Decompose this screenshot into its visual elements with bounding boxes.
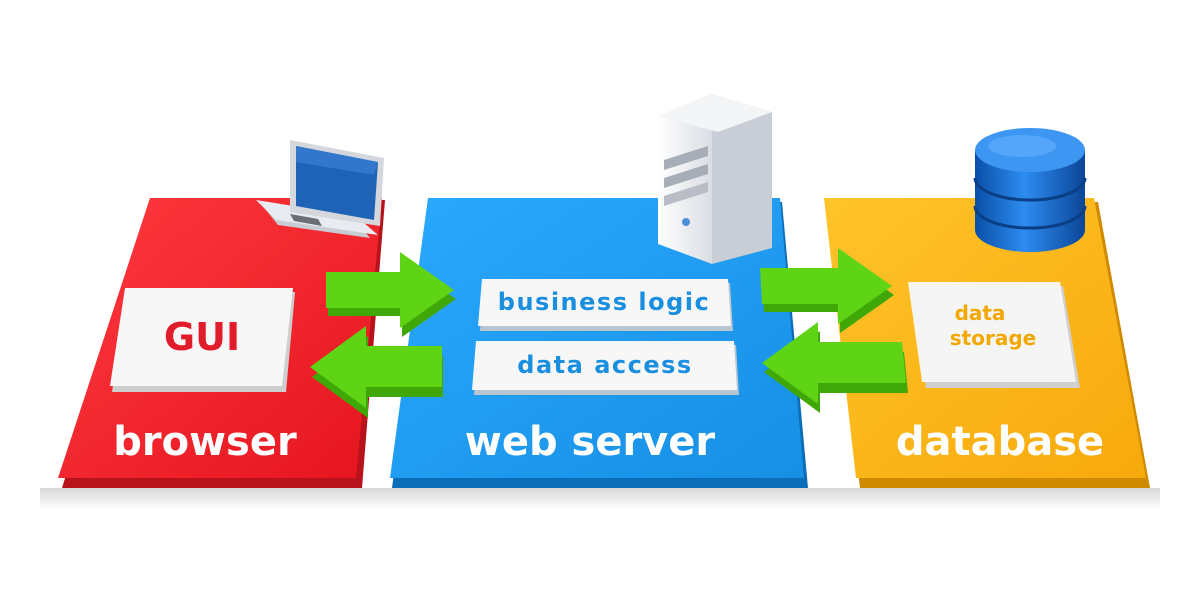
arrow-browser-to-server <box>326 252 456 337</box>
web-server-platform-top <box>390 198 804 478</box>
browser-platform: GUI browser <box>58 140 385 488</box>
web-server-platform: business logic data access web server <box>390 94 808 488</box>
arrow-server-to-database <box>760 248 894 333</box>
browser-title: browser <box>113 419 297 465</box>
data-storage-label-line2: storage <box>950 326 1036 350</box>
arrow-server-to-browser <box>310 326 443 418</box>
gui-label: GUI <box>164 315 240 359</box>
business-logic-label: business logic <box>498 288 710 316</box>
gui-card <box>110 288 293 386</box>
business-logic-card <box>478 279 731 326</box>
database-platform: data storage database <box>824 128 1150 488</box>
arrow-database-to-server <box>762 322 908 413</box>
server-tower-icon <box>658 94 772 264</box>
database-cylinder-icon <box>973 128 1087 252</box>
web-server-title: web server <box>465 419 716 465</box>
data-storage-card <box>908 282 1076 382</box>
ground-shadow <box>40 488 1160 510</box>
data-access-label: data access <box>517 351 692 379</box>
laptop-icon <box>256 140 384 238</box>
data-access-card <box>472 341 737 390</box>
data-storage-label-line1: data <box>955 301 1006 325</box>
database-title: database <box>896 419 1104 465</box>
